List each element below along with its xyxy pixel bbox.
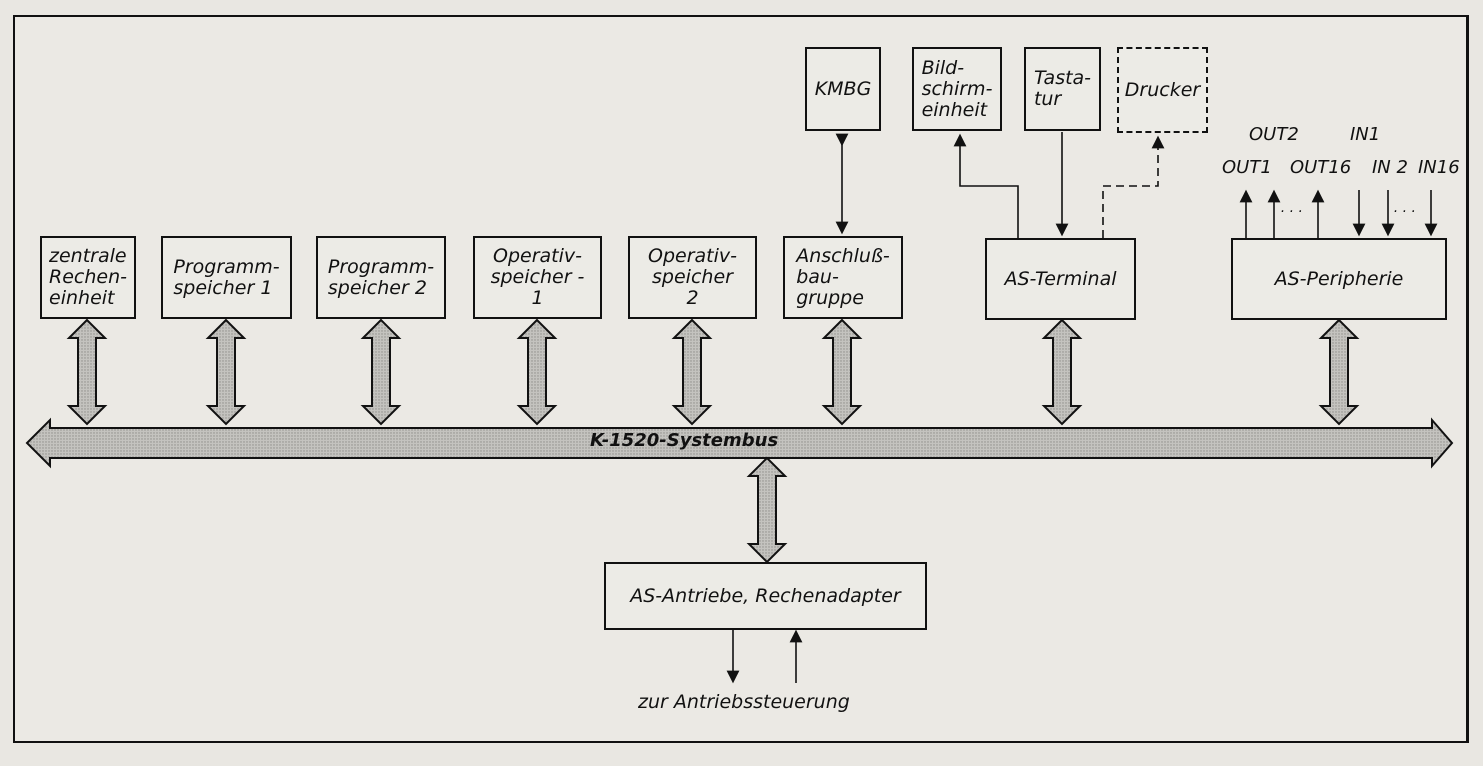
io-label-out1: OUT1 — [1222, 157, 1272, 178]
io-dots-out: · · · — [1280, 204, 1303, 220]
io-label-in1: IN1 — [1350, 124, 1381, 145]
antriebssteuerung-label: zur Antriebssteuerung — [638, 691, 850, 713]
block-anschluss-label: Anschluß- bau- gruppe — [796, 245, 890, 309]
block-operativspeicher2-label: Operativ- speicher 2 — [648, 245, 737, 309]
block-bildschirm-label: Bild- schirm- einheit — [921, 56, 993, 121]
block-as-peripherie: AS-Peripherie — [1231, 238, 1447, 320]
block-programmspeicher2-label: Programm- speicher 2 — [327, 255, 435, 299]
block-drucker-label: Drucker — [1124, 78, 1201, 101]
block-drucker: Drucker — [1117, 47, 1208, 133]
bus-link-programmspeicher2 — [360, 318, 402, 426]
bus-link-operativspeicher2 — [671, 318, 713, 426]
block-antriebe-label: AS-Antriebe, Rechenadapter — [630, 584, 901, 607]
drucker-link — [1102, 135, 1165, 238]
block-as-terminal: AS-Terminal — [985, 238, 1136, 320]
block-operativspeicher1-label: Operativ- speicher - 1 — [490, 245, 585, 309]
block-programmspeicher1-label: Programm- speicher 1 — [173, 255, 280, 299]
block-anschlussbaugruppe: Anschluß- bau- gruppe — [783, 236, 903, 319]
block-operativspeicher-1: Operativ- speicher - 1 — [473, 236, 602, 319]
block-tastatur-label: Tasta- tur — [1033, 67, 1092, 110]
bus-link-terminal — [1041, 318, 1083, 426]
block-zentrale-label: zentrale Rechen- einheit — [49, 245, 127, 309]
bildschirm-link — [953, 133, 1019, 238]
block-terminal-label: AS-Terminal — [1004, 267, 1117, 290]
block-zentrale-recheneinheit: zentrale Rechen- einheit — [40, 236, 136, 319]
bus-link-antriebe — [746, 456, 788, 564]
bus-link-anschluss — [821, 318, 863, 426]
block-kmbg: KMBG — [805, 47, 881, 131]
block-peripherie-label: AS-Peripherie — [1274, 267, 1404, 290]
block-operativspeicher-2: Operativ- speicher 2 — [628, 236, 757, 319]
block-kmbg-label: KMBG — [814, 77, 872, 100]
bus-link-zentrale — [66, 318, 108, 426]
block-programmspeicher-1: Programm- speicher 1 — [161, 236, 292, 319]
bus-link-programmspeicher1 — [205, 318, 247, 426]
io-dots-in: · · · — [1393, 204, 1416, 220]
bus-link-operativspeicher1 — [516, 318, 558, 426]
block-programmspeicher-2: Programm- speicher 2 — [316, 236, 446, 319]
io-label-in16: IN16 — [1418, 157, 1460, 178]
io-label-out2: OUT2 — [1249, 124, 1299, 145]
bus-link-peripherie — [1318, 318, 1360, 426]
systembus-label: K-1520-Systembus — [590, 430, 779, 451]
block-as-antriebe-rechenadapter: AS-Antriebe, Rechenadapter — [604, 562, 927, 630]
block-tastatur: Tasta- tur — [1024, 47, 1101, 131]
block-bildschirmeinheit: Bild- schirm- einheit — [912, 47, 1002, 131]
io-label-in2: IN 2 — [1372, 157, 1408, 178]
systembus-arrow — [25, 417, 1454, 469]
io-label-out16: OUT16 — [1290, 157, 1352, 178]
peripherie-io-lines — [1239, 189, 1438, 238]
